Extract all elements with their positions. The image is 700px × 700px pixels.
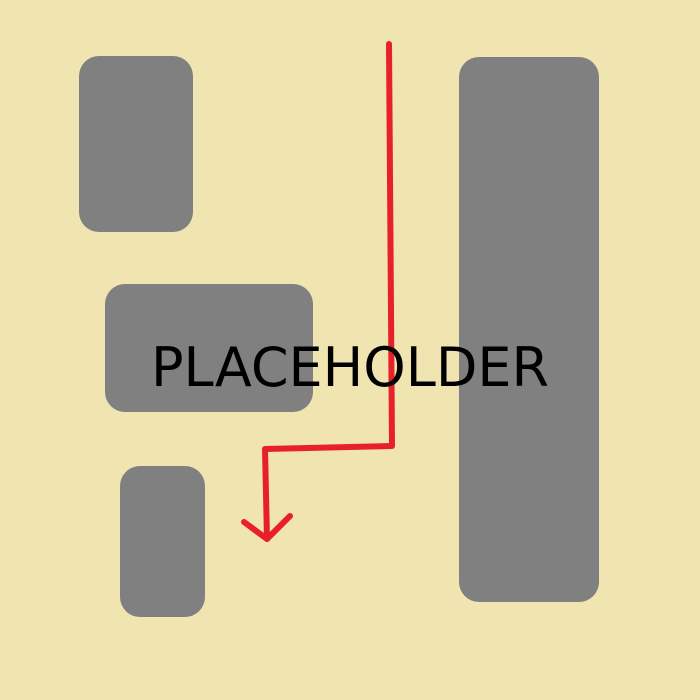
block-bottom-left xyxy=(120,466,205,617)
block-top-left xyxy=(79,56,193,232)
arrowhead-icon xyxy=(241,513,293,542)
placeholder-label: PLACEHOLDER xyxy=(150,336,550,399)
block-right-tall xyxy=(459,57,599,602)
